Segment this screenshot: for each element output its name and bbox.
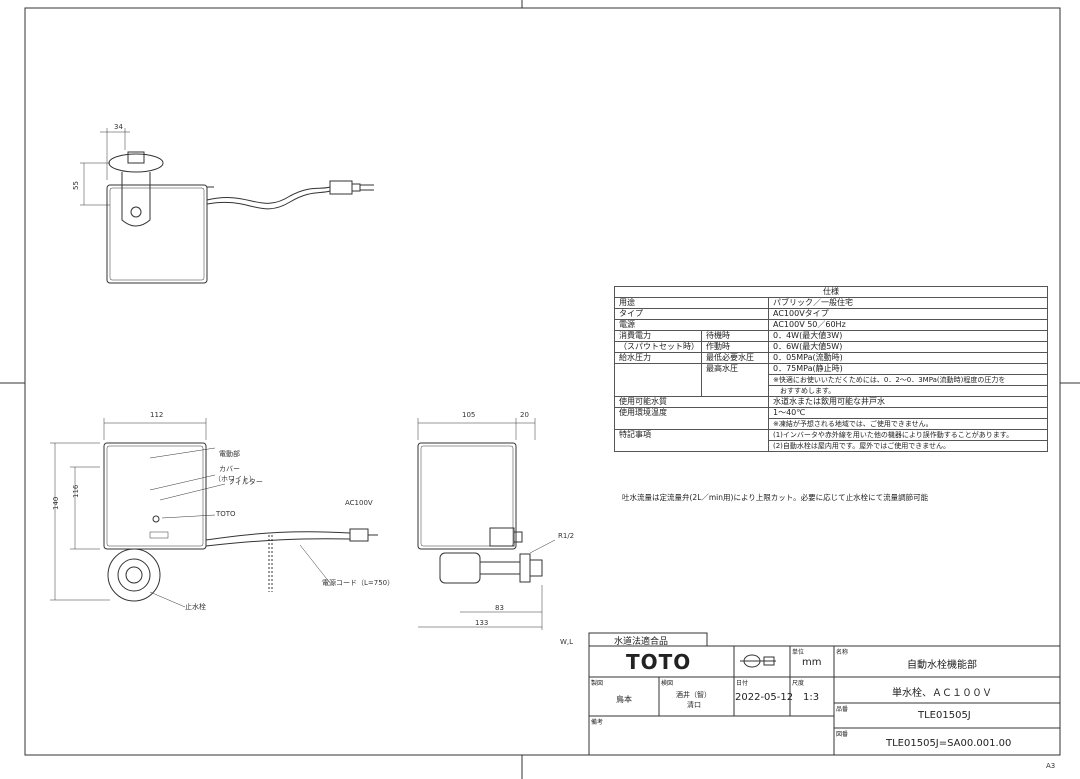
spec-label: 使用可能水質 xyxy=(614,396,769,408)
table-row: 用途 パブリック／一般住宅 xyxy=(614,297,1048,309)
spec-label: タイプ xyxy=(614,308,769,320)
spec-sub: 最高水圧 xyxy=(701,363,769,397)
scale-label: 尺度 xyxy=(792,680,805,687)
top-view-body xyxy=(106,184,208,284)
dim-side-offset: 20 xyxy=(520,411,529,419)
table-row: (2)自動水栓は屋内用です。屋外ではご使用できません。 xyxy=(615,440,1048,452)
callout-cord: 電源コード（L=750） xyxy=(322,578,394,587)
callout-brand-mark: TOTO xyxy=(215,510,236,518)
spec-value: ※快適にお使いいただくためには、0．2～0．3MPa(流動時)程度の圧力を xyxy=(768,374,1048,386)
dim-top-width: 34 xyxy=(114,123,123,131)
table-row: （スパウトセット時） 作動時 0．6W(最大値5W) xyxy=(614,341,1048,353)
checked-value: 酒井（智） xyxy=(676,691,711,699)
side-view-body xyxy=(417,442,517,550)
spec-value: 水道水または飲用可能な井戸水 xyxy=(768,396,1048,408)
stop-valve-front xyxy=(107,548,161,602)
name-label: 名称 xyxy=(836,649,849,656)
remarks-label: 備考 xyxy=(591,719,604,726)
spec-label: 特記事項 xyxy=(614,429,769,452)
callout-scale-mark: W,L xyxy=(560,638,573,646)
spec-sub: 待機時 xyxy=(701,330,769,342)
dim-front-width: 112 xyxy=(150,411,163,419)
drawing-number: TLE01505J=SA00.001.00 xyxy=(886,738,1012,749)
spec-label: 使用環境温度 xyxy=(614,407,769,430)
dim-side-depth-a: 83 xyxy=(495,604,504,612)
model-number: TLE01505J xyxy=(918,710,971,721)
title-block xyxy=(588,632,1061,756)
table-row: 給水圧力 最低必要水圧 0．05MPa(流動時) xyxy=(614,352,1048,364)
spec-value: 0．6W(最大値5W) xyxy=(768,341,1048,353)
spec-value: おすすめします。 xyxy=(768,385,1048,397)
callout-cover-color: （ホワイト） xyxy=(214,475,256,483)
front-view-body xyxy=(103,442,207,550)
front-view xyxy=(50,418,378,608)
callout-stop-valve: 止水栓 xyxy=(185,602,206,611)
callout-filter: フィルター xyxy=(228,477,263,486)
dim-top-height: 55 xyxy=(72,181,80,190)
table-row: 消費電力 待機時 0．4W(最大値3W) xyxy=(614,330,1048,342)
table-row: タイプ AC100Vタイプ xyxy=(614,308,1048,320)
spec-title: 仕様 xyxy=(614,286,1048,298)
drawing-label: 図番 xyxy=(836,731,849,738)
callout-pipe-thread: R1/2 xyxy=(558,532,574,540)
top-view xyxy=(80,128,374,284)
spec-value: ※凍結が予想される地域では、ご使用できません。 xyxy=(768,418,1048,430)
spec-sub: 最低必要水圧 xyxy=(701,352,769,364)
spec-value: AC100V 50／60Hz xyxy=(768,319,1048,331)
product-subname: 単水栓、ＡＣ１００Ｖ xyxy=(892,688,992,699)
spec-label: （スパウトセット時） xyxy=(614,341,702,353)
spec-label xyxy=(614,363,702,397)
callout-cover: カバー xyxy=(219,465,240,473)
checked-value-2: 清口 xyxy=(687,701,701,709)
spec-value: 0．75MPa(静止時) xyxy=(768,363,1048,375)
toto-logo: TOTO xyxy=(626,650,692,674)
spec-sub: 作動時 xyxy=(701,341,769,353)
side-view xyxy=(417,418,556,630)
unit-label: 単位 xyxy=(792,649,805,656)
spec-label: 給水圧力 xyxy=(614,352,702,364)
table-row: 使用可能水質 水道水または飲用可能な井戸水 xyxy=(614,396,1048,408)
dim-side-width: 105 xyxy=(462,411,475,419)
dim-front-height-total: 140 xyxy=(52,497,60,510)
side-valve xyxy=(439,552,481,584)
spec-value: AC100Vタイプ xyxy=(768,308,1048,320)
spec-label: 用途 xyxy=(614,297,769,309)
callout-voltage: AC100V xyxy=(345,499,373,507)
spec-note: 吐水流量は定流量弁(2L／min用)により上限カット。必要に応じて止水栓にて流量… xyxy=(622,493,929,502)
spec-table: 仕様 用途 パブリック／一般住宅 タイプ AC100Vタイプ 電源 AC100V… xyxy=(614,286,1048,452)
spec-value: 1～40℃ xyxy=(768,407,1048,419)
power-cord-top xyxy=(206,186,331,204)
spec-value: (2)自動水栓は屋内用です。屋外ではご使用できません。 xyxy=(768,440,1048,452)
table-row: 特記事項 (1)インバータや赤外線を用いた他の機器により誤作動することがあります… xyxy=(614,429,1048,452)
spec-value: 0．05MPa(流動時) xyxy=(768,352,1048,364)
spec-value: (1)インバータや赤外線を用いた他の機器により誤作動することがあります。 xyxy=(768,429,1048,441)
spec-label: 消費電力 xyxy=(614,330,702,342)
date-value: 2022-05-12 xyxy=(735,692,794,703)
date-label: 日付 xyxy=(736,680,749,687)
product-name: 自動水栓機能部 xyxy=(907,660,977,671)
drafted-value: 鳥本 xyxy=(616,695,632,704)
checked-label: 検図 xyxy=(661,680,674,687)
spec-value: パブリック／一般住宅 xyxy=(768,297,1048,309)
unit-value: mm xyxy=(802,657,822,668)
table-row: 最高水圧 0．75MPa(静止時) xyxy=(614,363,1048,397)
spec-label: 電源 xyxy=(614,319,769,331)
dim-side-depth-b: 133 xyxy=(475,619,488,627)
sheet-frame xyxy=(24,7,1061,756)
model-label: 品番 xyxy=(836,706,849,713)
scale-value: 1:3 xyxy=(803,692,820,703)
drafted-label: 製図 xyxy=(591,680,604,687)
power-cord-front xyxy=(205,531,351,541)
compliance-label: 水道法適合品 xyxy=(614,637,669,647)
table-row: 使用環境温度 1～40℃ xyxy=(614,407,1048,430)
spec-value: 0．4W(最大値3W) xyxy=(768,330,1048,342)
sheet-size: A3 xyxy=(1046,762,1055,770)
table-row: 電源 AC100V 50／60Hz xyxy=(614,319,1048,331)
dim-front-height-body: 116 xyxy=(72,484,80,498)
callout-body: 電動部 xyxy=(219,449,240,458)
